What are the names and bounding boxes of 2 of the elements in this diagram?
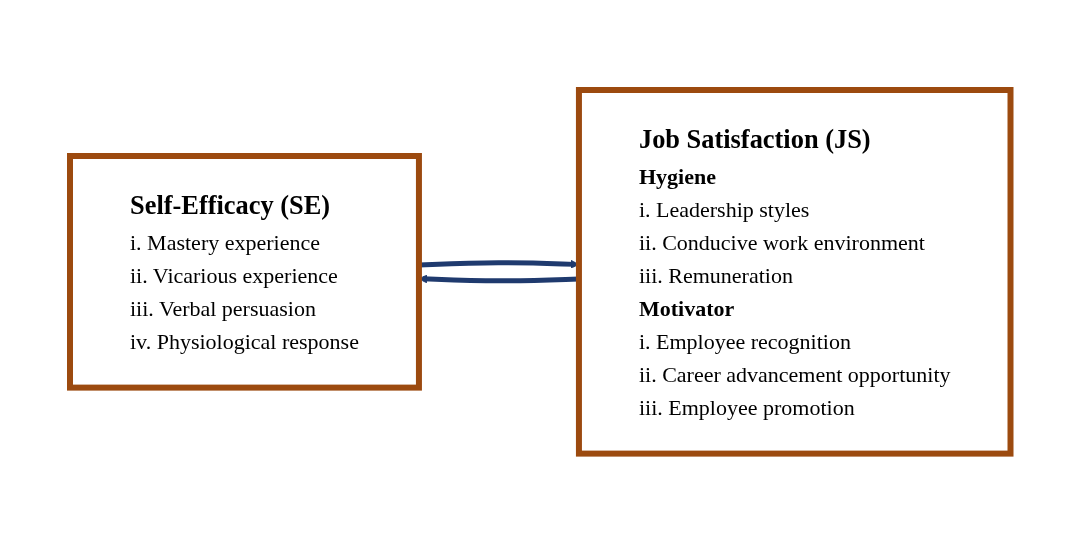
node-box: Self-Efficacy (SE) i. Mastery experience ii. Vicarious experience iii. Verbal persuasion iv. Physiological response	[67, 153, 423, 391]
node-box: Job Satisfaction (JS) Hygiene i. Leadership styles ii. Conducive work environment iii. Remuneration Motivator i. Employee recognition ii. Career advancement opportunity iii. Employee promotion	[576, 87, 1014, 457]
